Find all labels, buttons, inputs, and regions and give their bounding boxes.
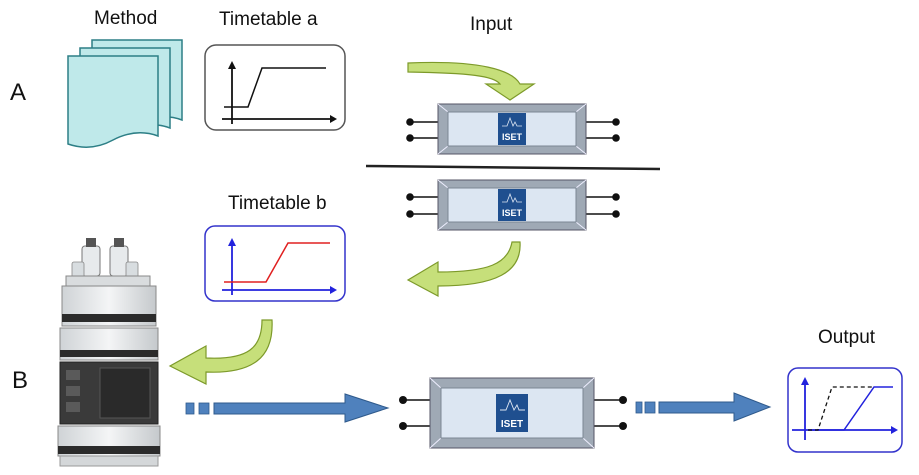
to-instrument-arrow — [168, 319, 273, 385]
timetable-b-label: Timetable b — [228, 193, 327, 214]
flow-arrow-left — [185, 393, 390, 423]
timetable-a-label: Timetable a — [219, 9, 318, 30]
section-b-label: B — [12, 367, 29, 394]
iset-module-b — [399, 377, 627, 449]
section-a-label: A — [10, 79, 27, 106]
method-label: Method — [94, 8, 158, 29]
lc-instrument-stack-icon — [57, 238, 161, 467]
iset-module-middle — [406, 179, 620, 231]
return-arrow — [406, 241, 521, 297]
timetable-b-chart — [204, 225, 346, 302]
input-arrow — [407, 61, 536, 101]
iset-module-input — [406, 103, 620, 155]
flow-arrow-right — [635, 392, 772, 422]
output-chart — [787, 367, 903, 453]
input-label: Input — [470, 14, 513, 35]
divider-line — [365, 164, 661, 171]
iset-badge-middle: ISET — [502, 208, 523, 218]
timetable-a-chart — [204, 44, 346, 131]
output-label: Output — [818, 327, 876, 348]
iset-badge-input: ISET — [502, 132, 523, 142]
method-documents-icon — [67, 39, 183, 148]
iset-badge-b: ISET — [501, 419, 523, 430]
